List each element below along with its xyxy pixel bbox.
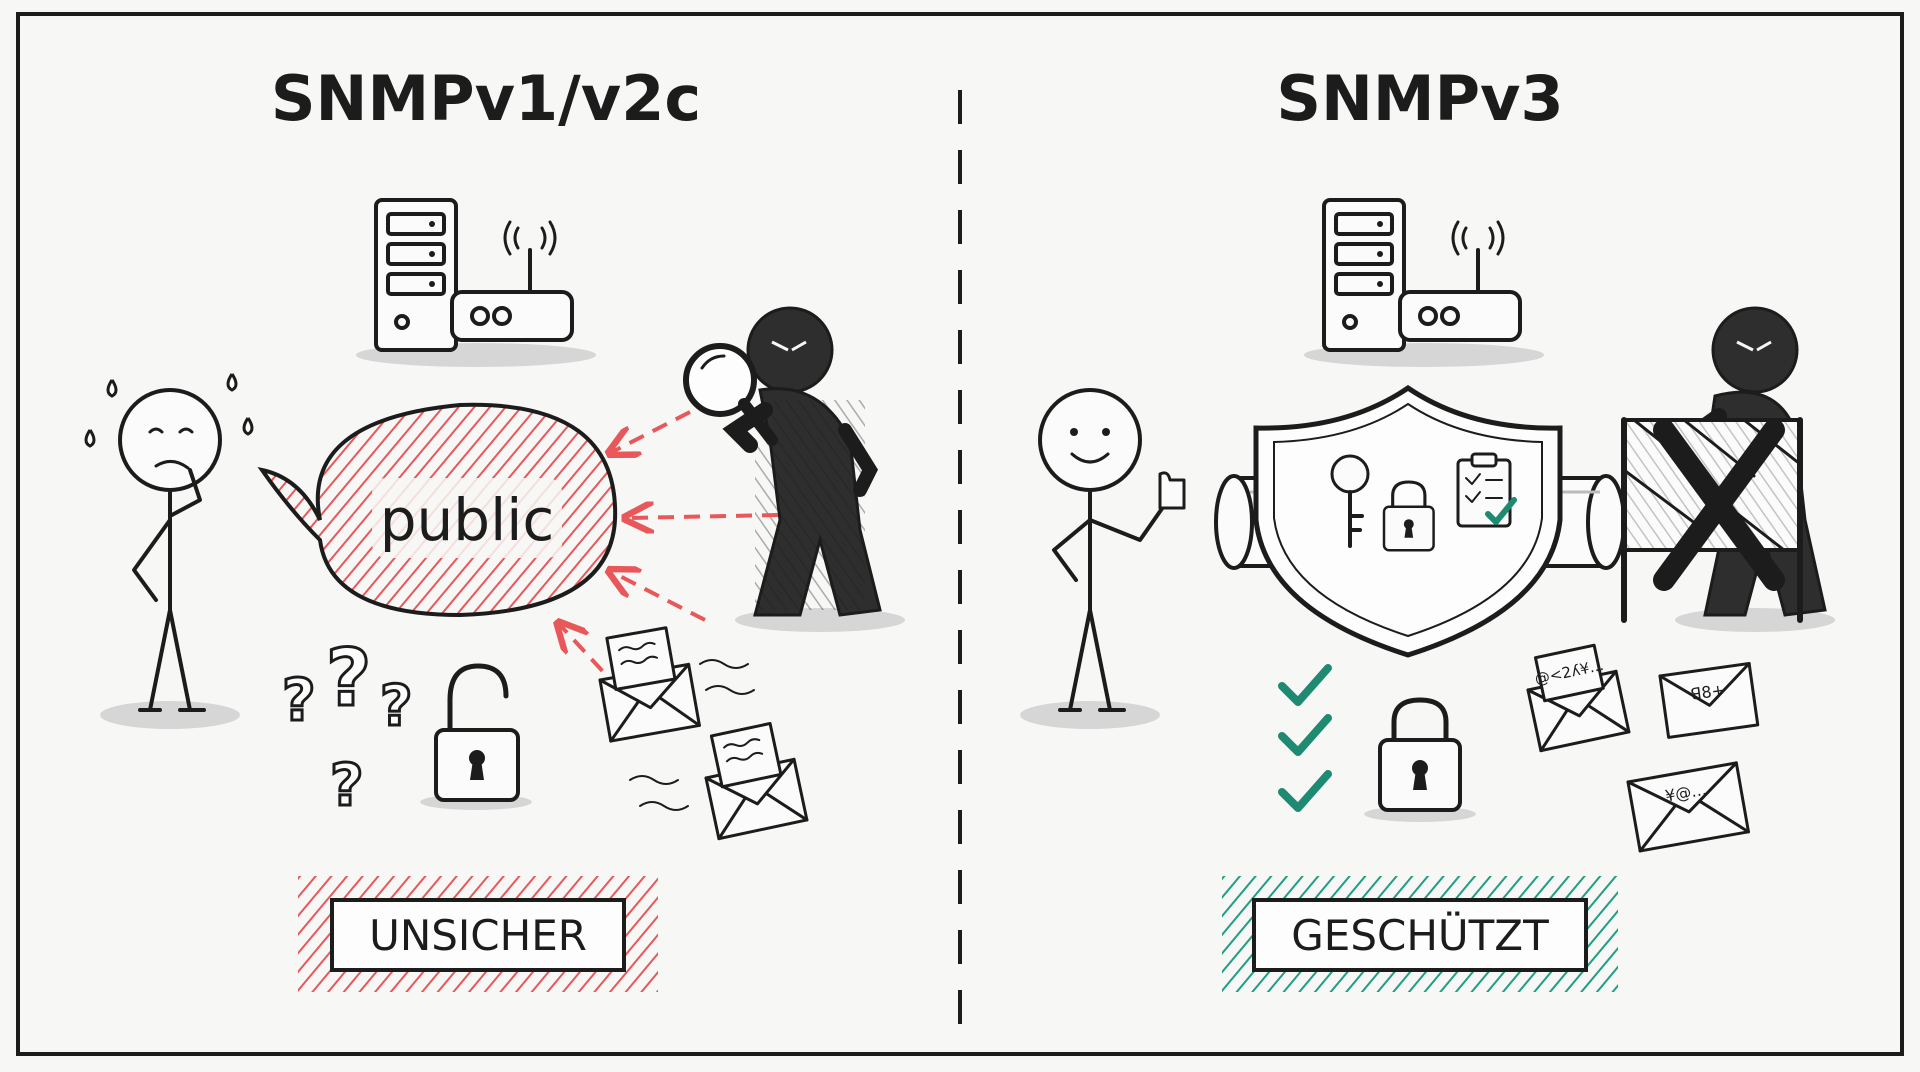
key-icon bbox=[1330, 454, 1370, 548]
svg-text:?: ? bbox=[282, 666, 316, 734]
svg-text:?: ? bbox=[380, 674, 412, 739]
clipboard-icon bbox=[1456, 452, 1517, 528]
motion-lines bbox=[629, 659, 755, 811]
insecure-label-text: UNSICHER bbox=[369, 911, 587, 960]
svg-text:ꓭ8+: ꓭ8+ bbox=[1689, 680, 1726, 704]
router-icon bbox=[1398, 220, 1522, 342]
barrier-icon bbox=[1621, 417, 1803, 623]
question-marks: ? ? ? ? bbox=[281, 633, 414, 821]
router-icon bbox=[450, 220, 574, 342]
left-title: SNMPv1/v2c bbox=[271, 62, 701, 135]
insecure-label: UNSICHER bbox=[298, 876, 658, 992]
left-panel: SNMPv1/v2c pu bbox=[84, 62, 905, 992]
happy-person-figure bbox=[1020, 388, 1186, 729]
envelope-icon: ꓭ8+ bbox=[1658, 661, 1760, 739]
magnifier-icon bbox=[683, 343, 778, 446]
speech-bubble: public bbox=[257, 402, 618, 618]
secure-label: GESCHÜTZT bbox=[1222, 876, 1618, 992]
server-icon bbox=[356, 198, 596, 367]
checkmark-icon bbox=[1282, 774, 1328, 808]
server-icon bbox=[1304, 198, 1544, 367]
checkmark-icon bbox=[1282, 668, 1328, 702]
svg-text:?: ? bbox=[326, 634, 371, 724]
right-title: SNMPv3 bbox=[1276, 62, 1563, 135]
envelope-icon: ¥@... bbox=[1626, 761, 1750, 853]
worried-person-figure bbox=[84, 373, 254, 729]
open-padlock-icon bbox=[420, 663, 532, 810]
secure-label-text: GESCHÜTZT bbox=[1291, 910, 1549, 960]
right-panel: SNMPv3 bbox=[1020, 62, 1835, 992]
community-string-text: public bbox=[380, 486, 555, 554]
outer-frame bbox=[16, 12, 1904, 1056]
svg-text:?: ? bbox=[330, 751, 364, 819]
padlock-icon bbox=[1364, 700, 1476, 822]
checkmark-icon bbox=[1282, 718, 1328, 752]
attacker-figure bbox=[722, 306, 905, 632]
envelope-icon: @<2ʎ¥... bbox=[1526, 643, 1631, 753]
envelope-icon bbox=[704, 721, 809, 841]
envelope-icon bbox=[598, 626, 701, 743]
